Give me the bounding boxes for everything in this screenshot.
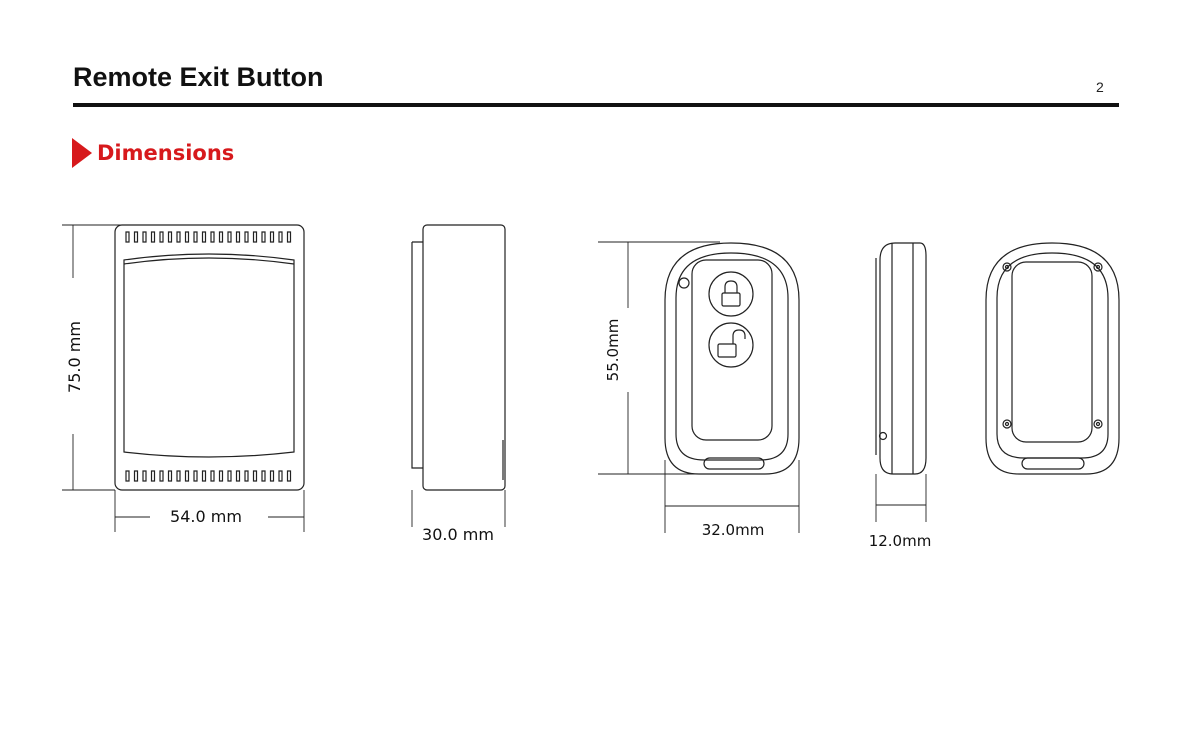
top-vent-slots [125, 231, 292, 243]
triangle-right-icon [72, 138, 92, 168]
remote-back-view [985, 242, 1120, 475]
dim-height-lines [62, 224, 150, 491]
page-title: Remote Exit Button [73, 62, 324, 92]
button-depth-label: 30.0 mm [422, 525, 494, 544]
page-number: 2 [1096, 79, 1104, 95]
button-height-label: 75.0 mm [65, 321, 84, 393]
remote-height-label: 55.0mm [604, 319, 622, 382]
section-heading: Dimensions [72, 138, 234, 168]
dim-width-lines [114, 490, 305, 532]
front-panel-highlight [123, 257, 295, 265]
exit-button-front-view [114, 224, 305, 491]
dim-depth-lines [411, 490, 506, 527]
lock-icon [721, 280, 741, 307]
bottom-vent-slots [125, 470, 292, 482]
dim-remote-depth-lines [875, 474, 927, 522]
dim-remote-width-lines [664, 460, 800, 533]
unlock-icon [717, 329, 746, 358]
exit-button-side-view [411, 224, 506, 491]
lock-button [708, 271, 754, 317]
front-panel [123, 253, 295, 458]
remote-depth-label: 12.0mm [869, 532, 932, 550]
section-label: Dimensions [97, 141, 235, 165]
remote-width-label: 32.0mm [702, 521, 765, 539]
unlock-button [708, 322, 754, 368]
dim-remote-height-lines [598, 241, 720, 475]
title-rule [73, 103, 1119, 107]
remote-front-view [664, 242, 800, 475]
remote-side-view [875, 242, 927, 475]
button-width-label: 54.0 mm [170, 507, 242, 526]
